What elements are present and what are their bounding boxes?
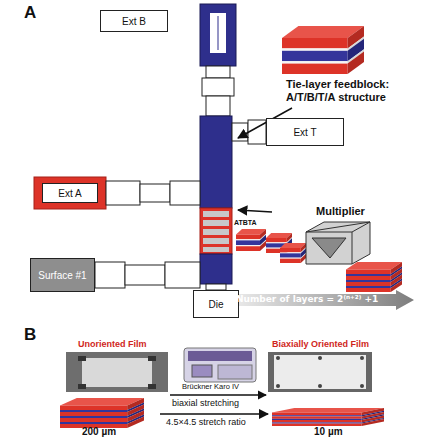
output-stack: [346, 262, 402, 292]
machine-panel: [188, 351, 252, 361]
film-sample: [82, 358, 152, 387]
multiplier-element: [203, 220, 229, 226]
adapter-block: [206, 96, 230, 116]
box-label: Ext T: [293, 127, 316, 138]
extruder-label-box: Ext A: [42, 183, 98, 203]
stretch-arrow: [160, 413, 268, 415]
photo-title: Biaxially Oriented Film: [272, 339, 369, 349]
adapter-block: [125, 265, 165, 285]
adapter-block: [140, 184, 170, 202]
split-stack: [280, 243, 306, 263]
multiplier-edge: [306, 222, 370, 232]
film-clip: [276, 384, 280, 388]
multiplier-device: [306, 222, 370, 264]
multiplier-element: [203, 247, 229, 252]
panel-letter: B: [24, 325, 36, 345]
leader-arrow: [238, 210, 272, 212]
extruder-label-box: Surface #1: [30, 258, 95, 292]
extruder-label-box: Ext B: [100, 10, 168, 32]
box-label: Die: [208, 299, 223, 310]
multiplier-element: [203, 229, 229, 235]
multiplier-channel: [312, 238, 346, 258]
die-box: Die: [193, 290, 239, 318]
machine-screen: [192, 365, 212, 377]
tie-layer-stack: [282, 26, 364, 74]
extruder-screw: [218, 16, 219, 50]
panel-letter: A: [24, 3, 36, 23]
extruder-window: [210, 13, 226, 53]
process-arrow: [170, 394, 266, 395]
multiplier-stack: [200, 208, 232, 254]
machine-door: [218, 365, 252, 379]
film-clip: [148, 356, 156, 361]
multiplier-edge: [352, 232, 353, 264]
adapter-block: [165, 262, 200, 288]
film-clip: [318, 384, 322, 388]
extruder-a-body: [34, 177, 106, 209]
film-clip: [276, 356, 280, 360]
film-clip: [78, 356, 86, 361]
callout-label: Tie-layer feedblock: A/T/B/T/A structure: [286, 78, 410, 103]
photo-title: Unoriented Film: [78, 339, 147, 349]
process-label: biaxial stretching: [172, 398, 239, 408]
callout-label: Multiplier: [316, 205, 365, 218]
thickness-label: 10 µm: [314, 426, 343, 438]
adapter-block: [170, 181, 200, 205]
adapter-block: [106, 181, 140, 205]
film-clip: [360, 356, 364, 360]
process-label: 4.5×4.5 stretch ratio: [166, 417, 246, 427]
oriented-film-photo: [268, 352, 372, 392]
surface-feedblock: [200, 254, 232, 284]
film-clip: [360, 384, 364, 388]
layer-count-formula: Number of layers = 2⁽ⁿ⁺²⁾ +1: [236, 294, 378, 304]
box-label: Ext B: [122, 16, 146, 27]
atbta-stack: [236, 229, 266, 251]
thin-film-stack: [272, 408, 384, 426]
film-clip: [78, 384, 86, 389]
extruder-b-body: [200, 4, 236, 66]
unoriented-film-photo: [66, 352, 168, 392]
box-label: Ext A: [58, 188, 81, 199]
thickness-label: 200 µm: [82, 426, 116, 438]
film-sample: [274, 355, 366, 389]
adapter-block: [202, 78, 234, 96]
film-clip: [318, 356, 322, 360]
feedblock: [200, 116, 232, 208]
adapter-block: [206, 66, 230, 78]
stretcher-machine: [184, 348, 256, 382]
thick-film-stack: [60, 398, 144, 428]
extruder-label-box: Ext T: [266, 118, 344, 146]
layer-count-arrow: [222, 290, 414, 310]
layer-sequence: ATBTA: [234, 219, 257, 227]
adapter-block: [95, 262, 125, 288]
multiplier-element: [203, 211, 229, 217]
film-clip: [148, 384, 156, 389]
box-label: Surface #1: [38, 270, 86, 281]
instrument-name: Brückner Karo IV: [182, 383, 239, 392]
multiplier-element: [203, 238, 229, 244]
adapter-block: [232, 123, 248, 141]
